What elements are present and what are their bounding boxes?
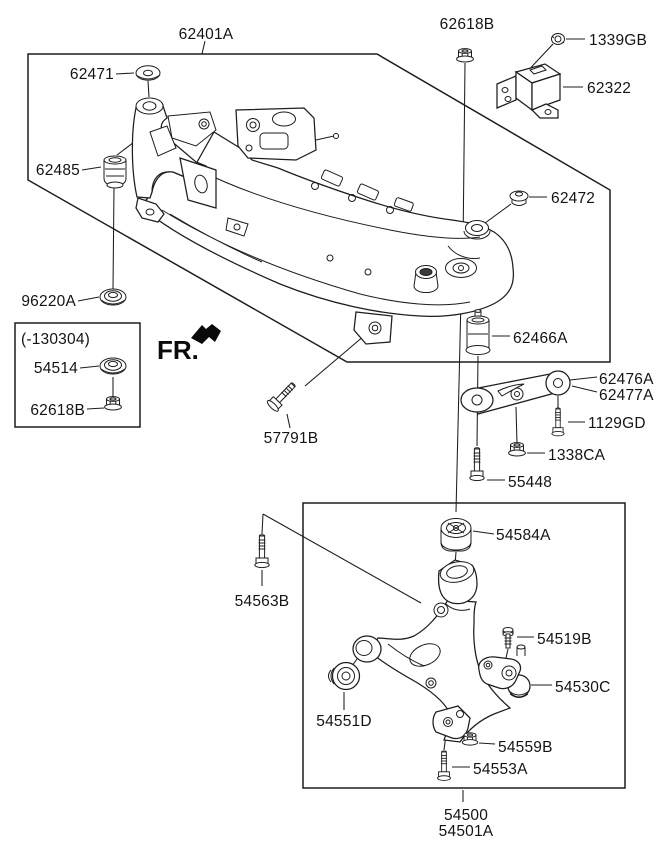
callout-54551D[interactable]: 54551D [316,713,372,730]
lower-arm-drawing [352,559,512,743]
callout-54584A[interactable]: 54584A [496,527,551,544]
callout-54519B[interactable]: 54519B [537,631,592,648]
nut-62618B-top-drawing [456,48,474,63]
fr-indicator [191,324,221,344]
callout-1129GD[interactable]: 1129GD [588,415,646,432]
nut-54559B-drawing [461,732,479,746]
bolt-54563B-drawing [254,534,270,569]
fr-arrow-icon [191,324,221,344]
callout-54559B[interactable]: 54559B [498,739,553,756]
callout-62618B-top[interactable]: 62618B [440,16,495,33]
callout-54500[interactable]: 54500 [444,807,488,824]
nut-62618B-inset-drawing [104,396,122,411]
bolt-1129GD-drawing [551,407,565,437]
nut-1339GB-drawing [551,33,565,45]
plug-62472-drawing [509,190,529,206]
callout-1338CA[interactable]: 1338CA [548,447,606,464]
damper-96220A-drawing [99,288,127,306]
nut-1338CA-drawing [508,442,526,457]
inset-box-border [14,322,141,428]
bolt-57791B-drawing [265,378,300,414]
callout-54514[interactable]: 54514 [34,360,78,377]
callout-62618B-inset[interactable]: 62618B [30,402,85,419]
callout-62471[interactable]: 62471 [70,66,114,83]
bracket-62322-drawing [496,63,562,119]
crossmember-group-border [27,53,611,363]
fr-label: FR. [157,335,199,365]
callout-labels: 62401A 62471 62485 96220A (-130304) 5451… [21,16,654,840]
callout-54501A[interactable]: 54501A [439,823,494,840]
stay-62476A-drawing [460,370,571,415]
callout-62485[interactable]: 62485 [36,162,80,179]
bolt-54519B-drawing [502,627,514,649]
bushing-62466A-drawing [465,309,491,355]
callout-62322[interactable]: 62322 [587,80,631,97]
lower-arm-group-border [302,502,626,789]
callout-96220A[interactable]: 96220A [21,293,76,310]
ball-joint-54530C-drawing [478,644,531,698]
callout-62477A[interactable]: 62477A [599,387,654,404]
callout-62401A[interactable]: 62401A [179,26,234,43]
callout-55448[interactable]: 55448 [508,474,552,491]
callout-62466A[interactable]: 62466A [513,330,568,347]
callout-54563B[interactable]: 54563B [235,593,290,610]
callout-62472[interactable]: 62472 [551,190,595,207]
bolt-55448-drawing [469,447,485,482]
callout-57791B[interactable]: 57791B [264,430,319,447]
washer-62471-drawing [135,65,161,81]
bolt-54553A-drawing [437,750,451,781]
inset-title: (-130304) [21,331,90,348]
bushing-54551D-drawing [328,661,361,691]
bushing-54584A-drawing [440,518,472,552]
callout-54530C[interactable]: 54530C [555,679,611,696]
bushing-62485-drawing [103,155,127,189]
callout-1339GB[interactable]: 1339GB [589,32,647,49]
crossmember-drawing [131,97,515,345]
damper-54514-drawing [99,357,127,375]
callout-54553A[interactable]: 54553A [473,761,528,778]
callout-62476A[interactable]: 62476A [599,371,654,388]
